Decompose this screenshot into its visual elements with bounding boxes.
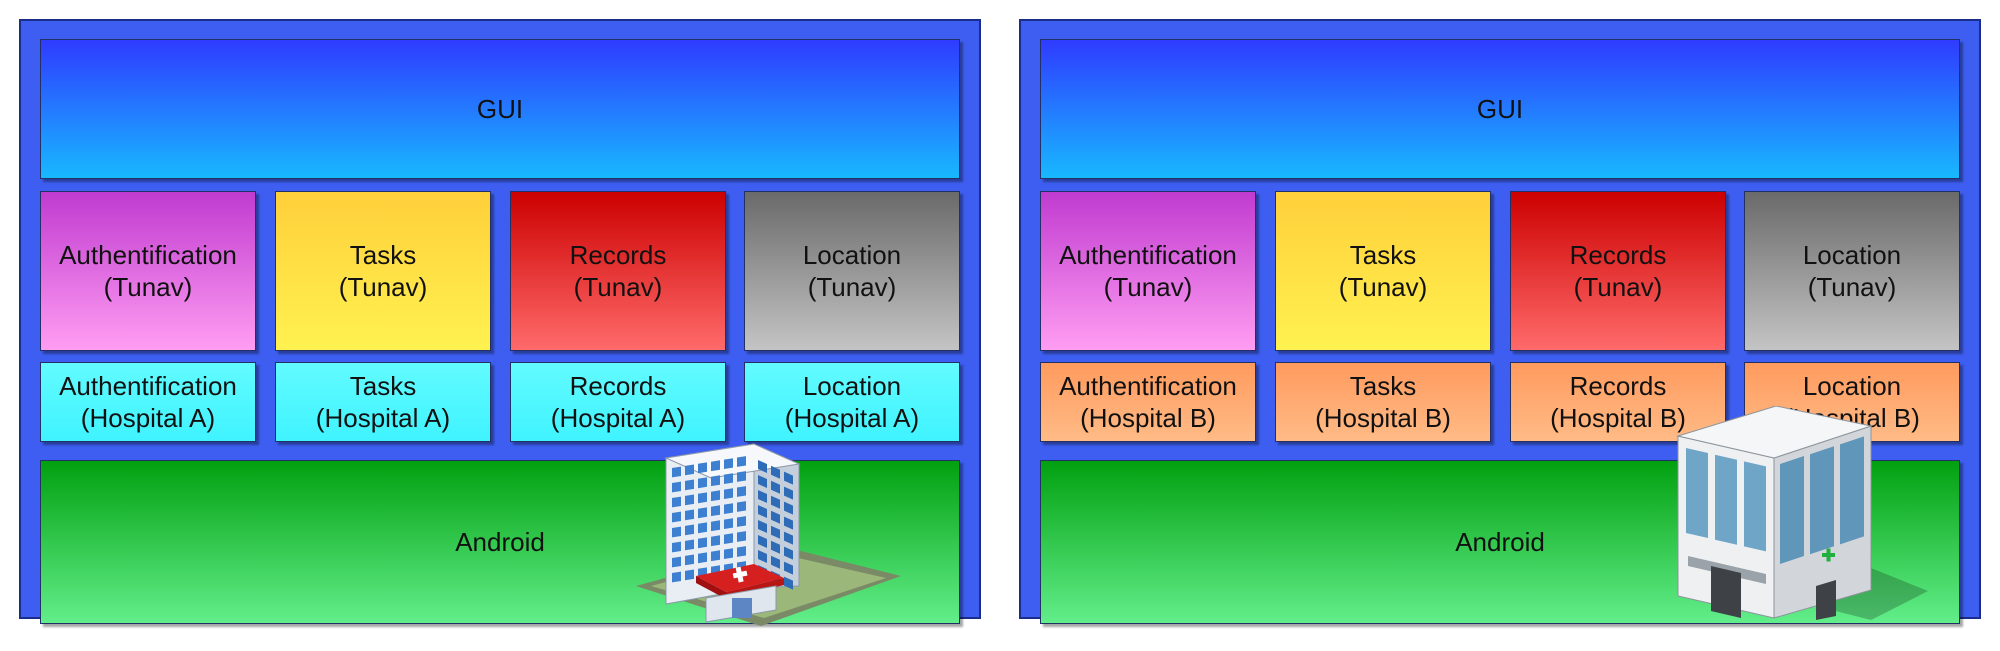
tunav-records-module: Records(Tunav) [510,191,726,351]
gui-layer: GUI [40,39,960,179]
hospital-a-location-module: Location(Hospital A) [744,362,960,442]
tunav-location-module: Location(Tunav) [1744,191,1960,351]
hospital-b-tasks-module: Tasks(Hospital B) [1275,362,1491,442]
architecture-panel-hospital-a: GUI Authentification(Tunav) Tasks(Tunav)… [19,19,981,626]
tunav-records-module: Records(Tunav) [1510,191,1726,351]
tunav-tasks-module: Tasks(Tunav) [275,191,491,351]
office-building-icon [1676,406,1928,620]
hospital-a-authentification-module: Authentification(Hospital A) [40,362,256,442]
gui-layer: GUI [1040,39,1960,179]
hospital-b-authentification-module: Authentification(Hospital B) [1040,362,1256,442]
tunav-authentification-module: Authentification(Tunav) [40,191,256,351]
tunav-location-module: Location(Tunav) [744,191,960,351]
android-layer: Android [40,460,960,624]
tunav-tasks-module: Tasks(Tunav) [1275,191,1491,351]
hospital-a-tasks-module: Tasks(Hospital A) [275,362,491,442]
tunav-authentification-module: Authentification(Tunav) [1040,191,1256,351]
hospital-b-records-module: Records(Hospital B) [1510,362,1726,442]
architecture-panel-hospital-b: GUI Authentification(Tunav) Tasks(Tunav)… [1019,19,1981,624]
hospital-a-records-module: Records(Hospital A) [510,362,726,442]
hospital-building-icon [636,443,901,626]
